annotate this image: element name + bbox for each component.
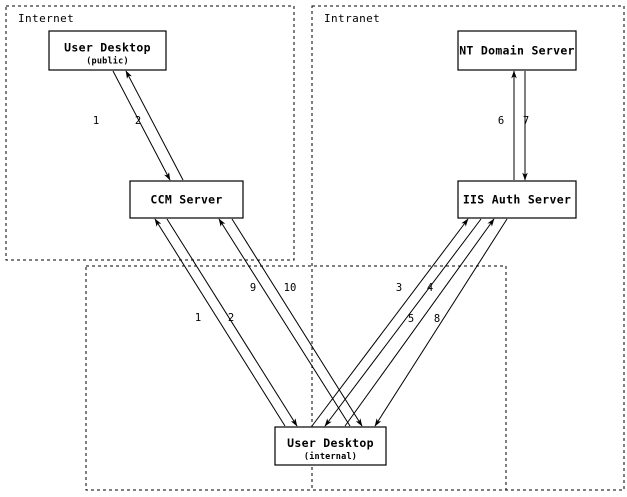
flow-arrow-step-4-iis-auth-server-to-user-desktop-internal bbox=[324, 218, 482, 427]
node-nt-domain-server[interactable]: NT Domain Server bbox=[457, 30, 577, 71]
node-label-user-desktop-public: User Desktop bbox=[64, 41, 151, 55]
node-sublabel-user-desktop-public: (public) bbox=[86, 56, 129, 67]
flow-arrow-step-9-user-desktop-internal-to-ccm-server bbox=[218, 218, 351, 427]
flow-arrow-step-8-iis-auth-server-to-user-desktop-internal bbox=[374, 218, 508, 427]
flow-step-label-3: 3 bbox=[396, 282, 402, 294]
node-label-user-desktop-internal: User Desktop bbox=[287, 436, 374, 450]
flow-step-labels: 1 2 1 2 9 10 3 4 5 8 6 7 bbox=[93, 115, 529, 325]
flow-arrow-step-10-ccm-server-to-user-desktop-internal bbox=[231, 218, 363, 427]
flow-step-label-7: 7 bbox=[523, 115, 529, 127]
node-box-ccm-server bbox=[129, 180, 244, 219]
flow-step-label-1: 1 bbox=[195, 312, 201, 324]
node-box-nt-domain-server bbox=[457, 30, 577, 71]
flow-step-label-6: 6 bbox=[498, 115, 504, 127]
node-iis-auth-server[interactable]: IIS Auth Server bbox=[457, 180, 577, 219]
flow-arrow-step-2-ccm-server-to-user-desktop-internal bbox=[166, 218, 298, 427]
node-ccm-server[interactable]: CCM Server bbox=[129, 180, 244, 219]
flow-arrow-step-2-ccm-server-to-user-desktop-public bbox=[125, 70, 184, 181]
flow-step-label-10: 10 bbox=[284, 282, 297, 294]
zone-boundaries: Internet Intranet bbox=[5, 5, 625, 491]
node-box-user-desktop-public bbox=[48, 30, 167, 71]
node-label-ccm-server: CCM Server bbox=[150, 193, 222, 207]
zone-boundary-intranet bbox=[311, 5, 625, 491]
zone-label-internet: Internet bbox=[18, 12, 74, 25]
flow-arrow-step-1-user-desktop-internal-to-ccm-server bbox=[154, 218, 286, 427]
zone-boundary-internal-lan bbox=[85, 265, 507, 491]
flow-step-label-8: 8 bbox=[434, 313, 440, 325]
flow-step-label-1: 1 bbox=[93, 115, 99, 127]
flow-arrow-step-1-user-desktop-public-to-ccm-server bbox=[112, 70, 171, 181]
flow-arrow-step-3-user-desktop-internal-to-iis-auth-server bbox=[311, 218, 469, 427]
node-box-iis-auth-server bbox=[457, 180, 577, 219]
flow-step-label-4: 4 bbox=[427, 282, 433, 294]
zone-boundary-internet bbox=[5, 5, 295, 261]
node-box-user-desktop-internal bbox=[274, 426, 387, 466]
node-label-nt-domain-server: NT Domain Server bbox=[459, 44, 575, 58]
node-user-desktop-internal[interactable]: User Desktop(internal) bbox=[274, 426, 387, 466]
node-label-iis-auth-server: IIS Auth Server bbox=[463, 193, 571, 207]
flow-step-label-2: 2 bbox=[228, 312, 234, 324]
flow-step-label-5: 5 bbox=[408, 313, 414, 325]
flow-step-label-2: 2 bbox=[135, 115, 141, 127]
flow-arrows bbox=[112, 70, 528, 427]
zone-label-intranet: Intranet bbox=[324, 12, 380, 25]
node-sublabel-user-desktop-internal: (internal) bbox=[304, 451, 357, 462]
flow-step-label-9: 9 bbox=[250, 282, 256, 294]
flow-arrow-step-5-user-desktop-internal-to-iis-auth-server bbox=[344, 218, 495, 427]
node-user-desktop-public[interactable]: User Desktop(public) bbox=[48, 30, 167, 71]
